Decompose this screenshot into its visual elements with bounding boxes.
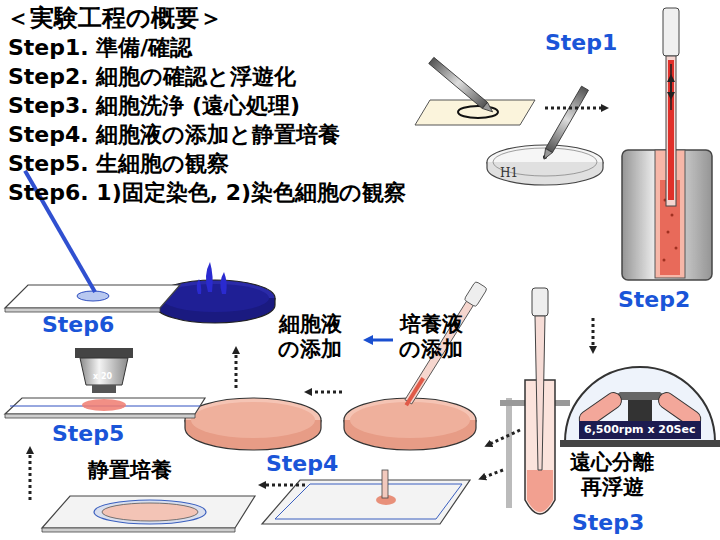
action-label: 遠心分離 再浮遊 (562, 450, 662, 500)
dish-label: H1 (500, 166, 518, 180)
step-marker: Step6 (42, 312, 114, 338)
setting-text: 6,500rpm x 20Sec (584, 423, 696, 436)
step-list-item: Step2. 細胞の確認と浮遊化 (8, 64, 296, 90)
diagram-title: ＜実験工程の概要＞ (6, 4, 223, 33)
step-list-item: Step6. 1)固定染色, 2)染色細胞の観察 (8, 180, 406, 206)
action-label: 細胞液 の添加 (272, 312, 348, 362)
step-list-item: Step3. 細胞洗浄 (遠心処理) (8, 93, 300, 119)
step-list-item: Step4. 細胞液の添加と静置培養 (8, 122, 340, 148)
step-marker: Step2 (618, 287, 690, 313)
step-marker: Step3 (572, 510, 644, 536)
step-list-item: Step5. 生細胞の観察 (8, 151, 229, 177)
speed-setting-bar: 6,500rpm x 20Sec (579, 421, 701, 439)
step-marker: Step4 (266, 451, 338, 477)
step-list-item: Step1. 準備/確認 (8, 35, 192, 61)
objective-label: x 20 (93, 372, 112, 382)
step-marker: Step1 (545, 30, 617, 56)
step-marker: Step5 (52, 421, 124, 447)
action-label: 培養液 の添加 (393, 312, 469, 362)
action-label: 静置培養 (88, 458, 172, 483)
